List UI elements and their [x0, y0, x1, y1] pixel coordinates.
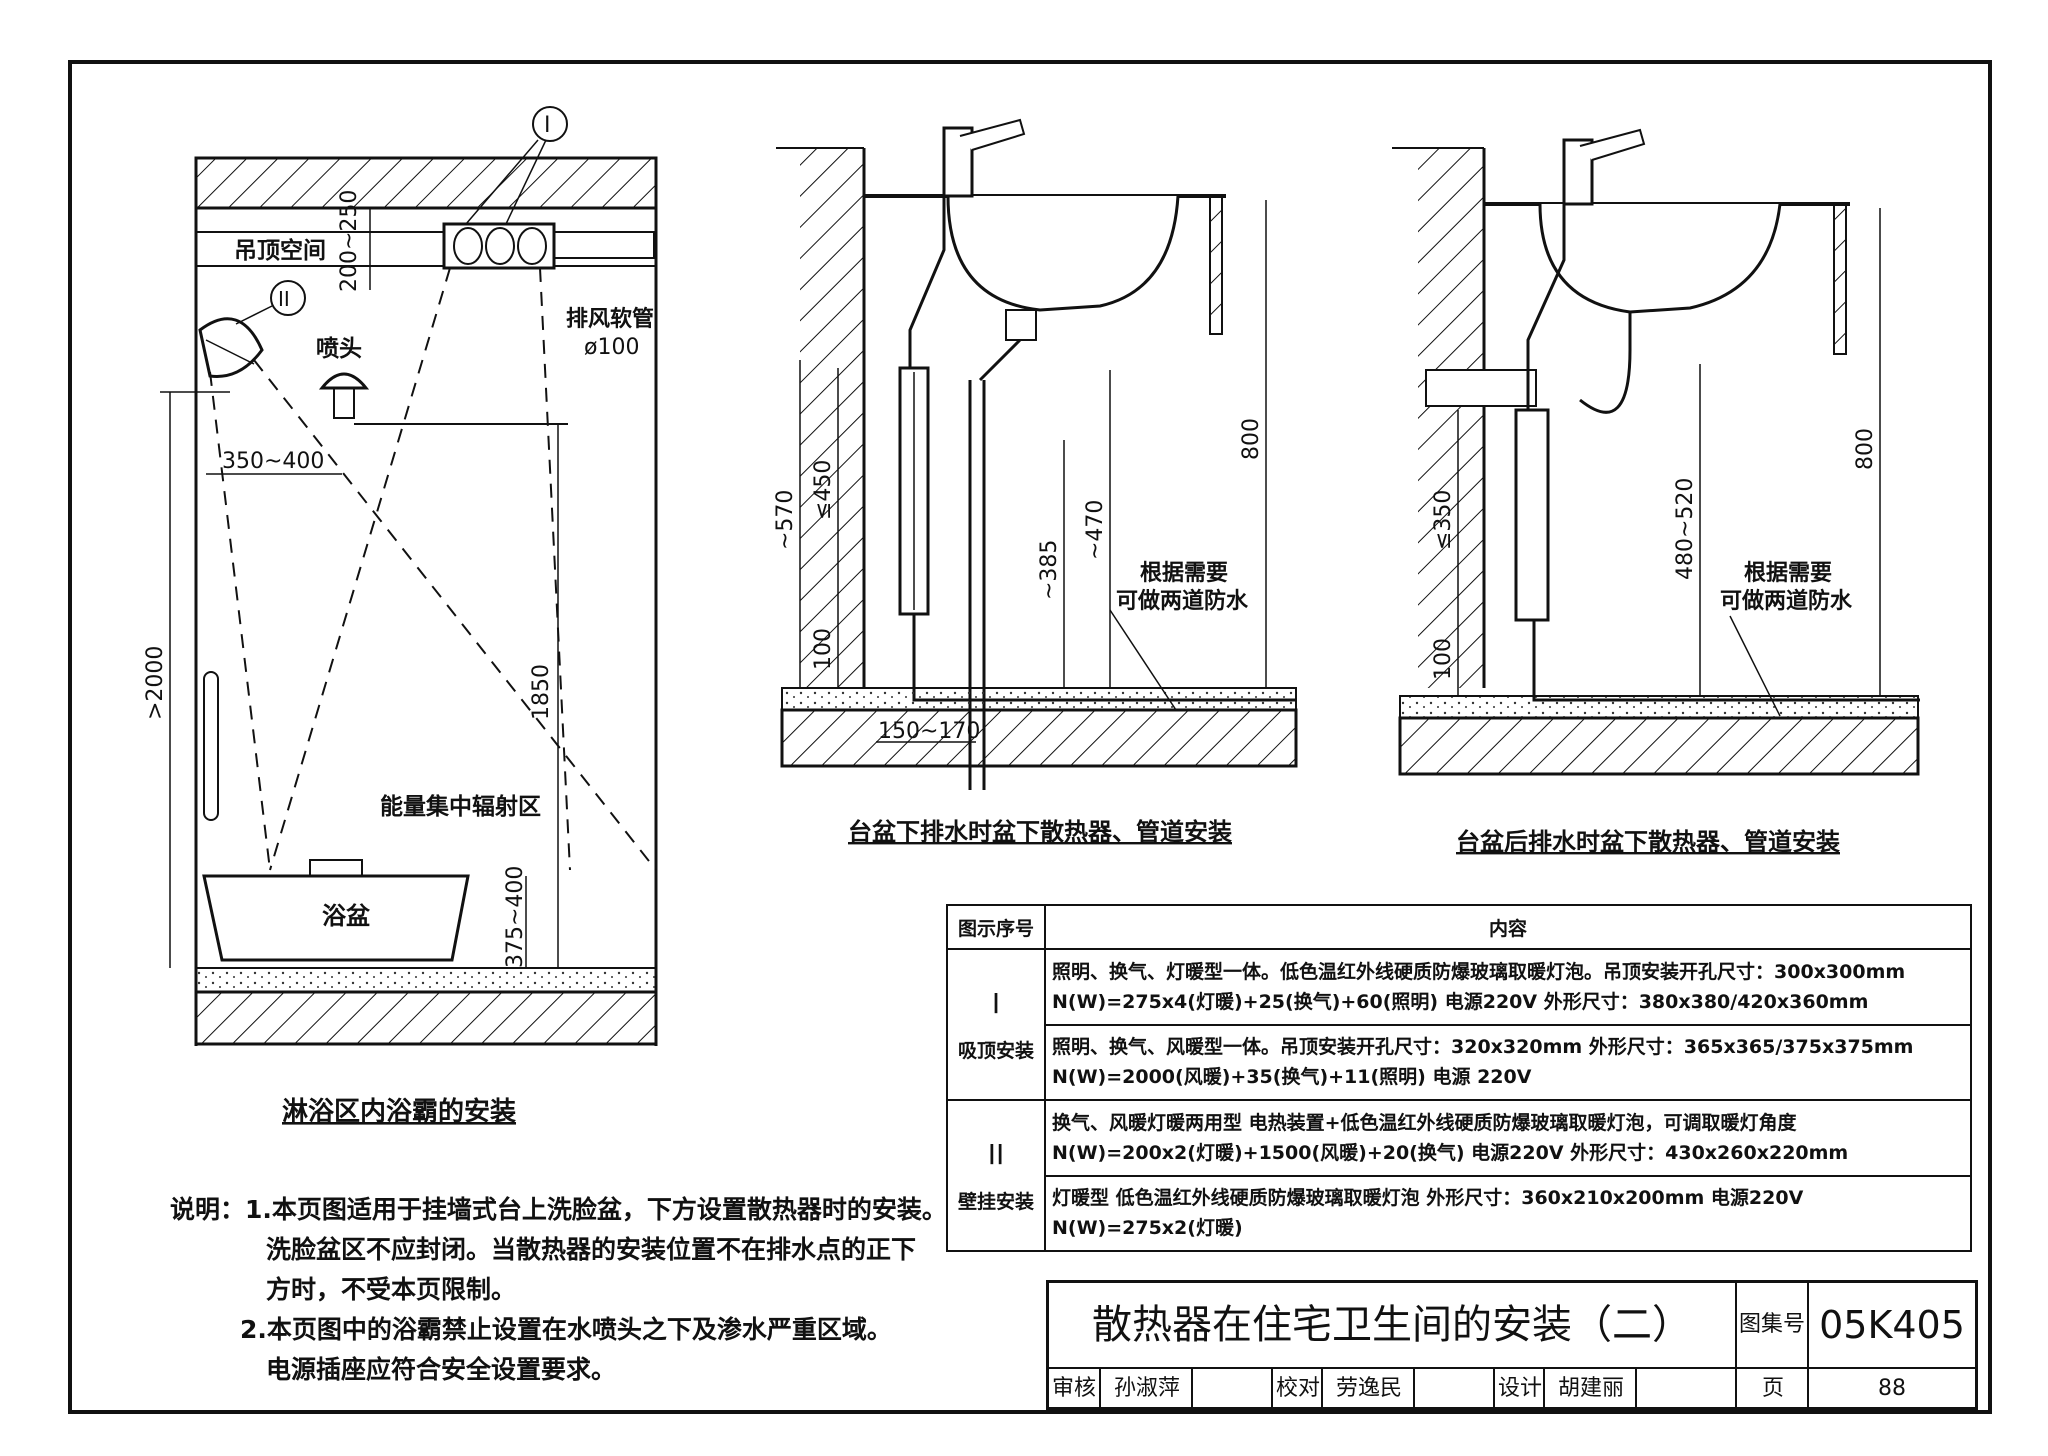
bathtub-label: 浴盆 [322, 902, 371, 930]
middle-drawing [776, 118, 1298, 790]
mid-drawing-title: 台盆下排水时盆下散热器、管道安装 [848, 818, 1232, 846]
group-2-type: 壁挂安装 [957, 1190, 1034, 1213]
marker-2-label: II [278, 287, 290, 311]
bathtub [202, 874, 470, 962]
mid-dim-0: ~570 [773, 490, 798, 550]
reviewer-signature [1191, 1369, 1273, 1409]
mid-note-2: 可做两道防水 [1116, 588, 1249, 614]
legend-line: 换气、风暖灯暖两用型 电热装置+低色温红外线硬质防爆玻璃取暖灯泡，可调取暖灯角度 [1052, 1111, 1797, 1134]
signature-row: 审核 孙淑萍 校对 劳逸民 设计 胡建丽 页 88 [1049, 1367, 1975, 1409]
designer-name: 胡建丽 [1543, 1369, 1637, 1409]
sheet-border [68, 60, 1992, 1414]
designer-signature [1635, 1369, 1737, 1409]
title-block: 散热器在住宅卫生间的安装（二） 图集号 05K405 审核 孙淑萍 校对 劳逸民… [1046, 1280, 1978, 1410]
legend-group-1-seq: I 吸顶安装 [946, 948, 1046, 1101]
right-dim-1: 100 [1431, 638, 1456, 680]
checker-signature [1413, 1369, 1495, 1409]
legend-cell: 照明、换气、风暖型一体。吊顶安装开孔尺寸：320x320mm 外形尺寸：365x… [1044, 1023, 1972, 1101]
legend-line: N(W)=275x2(灯暖) [1052, 1217, 1243, 1240]
shower-nozzle [318, 372, 370, 390]
reviewer-name: 孙淑萍 [1099, 1369, 1193, 1409]
legend-line: N(W)=2000(风暖)+35(换气)+11(照明) 电源 220V [1052, 1066, 1532, 1089]
mid-dim-2: 100 [811, 628, 836, 670]
legend-header-row: 图示序号 内容 [946, 904, 1972, 950]
exhaust-dia-label: ø100 [584, 335, 639, 360]
legend-group-2-seq: II 壁挂安装 [946, 1099, 1046, 1252]
legend-line: N(W)=200x2(灯暖)+1500(风暖)+20(换气) 电源220V 外形… [1052, 1141, 1849, 1164]
legend-line: 照明、换气、灯暖型一体。低色温红外线硬质防爆玻璃取暖灯泡。吊顶安装开孔尺寸：30… [1052, 960, 1906, 983]
exhaust-pipe-label: 排风软管 [566, 306, 654, 332]
radiator-right [1514, 408, 1550, 622]
nozzle-label: 喷头 [316, 336, 362, 362]
legend-cell: 照明、换气、灯暖型一体。低色温红外线硬质防爆玻璃取暖灯泡。吊顶安装开孔尺寸：30… [1044, 948, 1972, 1026]
right-note-1: 根据需要 [1744, 561, 1832, 586]
legend-cell: 换气、风暖灯暖两用型 电热装置+低色温红外线硬质防爆玻璃取暖灯泡，可调取暖灯角度… [1044, 1099, 1972, 1177]
legend-row: 照明、换气、风暖型一体。吊顶安装开孔尺寸：320x320mm 外形尺寸：365x… [947, 1023, 1972, 1101]
right-dim-0: ≤350 [1431, 490, 1456, 550]
dim-offset: 350~400 [222, 449, 324, 474]
notes: 说明：1.本页图适用于挂墙式台上洗脸盆，下方设置散热器时的安装。 洗脸盆区不应封… [170, 1190, 947, 1390]
group-1-type: 吸顶安装 [957, 1039, 1034, 1062]
legend-line: 照明、换气、风暖型一体。吊顶安装开孔尺寸：320x320mm 外形尺寸：365x… [1052, 1036, 1914, 1059]
legend-table: 图示序号 内容 I 吸顶安装 照明、换气、灯暖型一体。低色温红外线硬质防爆玻璃取… [946, 904, 1972, 1252]
atlas-code: 05K405 [1819, 1303, 1965, 1347]
mid-dim-1: ≤450 [811, 460, 836, 520]
mid-note-1: 根据需要 [1140, 561, 1228, 586]
right-note-2: 可做两道防水 [1720, 588, 1853, 614]
check-label: 校对 [1271, 1369, 1323, 1409]
legend-line: N(W)=275x4(灯暖)+25(换气)+60(照明) 电源220V 外形尺寸… [1052, 990, 1869, 1013]
note-line-1: 说明：1.本页图适用于挂墙式台上洗脸盆，下方设置散热器时的安装。 [170, 1195, 947, 1224]
left-drawing [160, 106, 658, 1046]
left-drawing-title: 淋浴区内浴霸的安装 [282, 1096, 516, 1127]
dim-height-1850: 1850 [529, 664, 554, 720]
legend-cell: 灯暖型 低色温红外线硬质防爆玻璃取暖灯泡 外形尺寸：360x210x200mm … [1044, 1174, 1972, 1252]
legend-header-seq: 图示序号 [946, 904, 1046, 950]
wall-heater-unit [198, 317, 264, 378]
mid-dim-3: ~385 [1037, 540, 1062, 600]
checker-name: 劳逸民 [1321, 1369, 1415, 1409]
ceiling-space-label: 吊顶空间 [234, 237, 326, 264]
dim-ceiling: 200~250 [337, 190, 362, 292]
legend-row: 灯暖型 低色温红外线硬质防爆玻璃取暖灯泡 外形尺寸：360x210x200mm … [947, 1174, 1972, 1252]
radiation-zone-label: 能量集中辐射区 [380, 793, 541, 820]
right-dim-2: 480~520 [1673, 478, 1698, 580]
dim-tub: 375~400 [503, 866, 528, 968]
design-label: 设计 [1493, 1369, 1545, 1409]
legend-line: 灯暖型 低色温红外线硬质防爆玻璃取暖灯泡 外形尺寸：360x210x200mm … [1052, 1187, 1804, 1210]
note-line-4: 2.本页图中的浴霸禁止设置在水喷头之下及渗水严重区域。 [240, 1315, 892, 1344]
legend-row: II 壁挂安装 换气、风暖灯暖两用型 电热装置+低色温红外线硬质防爆玻璃取暖灯泡… [946, 1099, 1972, 1252]
right-drawing [1392, 128, 1920, 776]
right-dim-3: 800 [1853, 428, 1878, 470]
mid-dim-4: ~470 [1083, 500, 1108, 560]
mid-dim-5: 800 [1239, 418, 1264, 460]
atlas-label: 图集号 [1737, 1283, 1809, 1367]
sheet-title: 散热器在住宅卫生间的安装（二） [1049, 1283, 1737, 1367]
group-2-numeral: II [987, 1137, 1005, 1171]
note-line-3: 方时，不受本页限制。 [266, 1275, 517, 1304]
marker-1-label: I [544, 113, 551, 138]
legend-row: I 吸顶安装 照明、换气、灯暖型一体。低色温红外线硬质防爆玻璃取暖灯泡。吊顶安装… [946, 948, 1972, 1101]
review-label: 审核 [1051, 1376, 1096, 1401]
note-line-2: 洗脸盆区不应封闭。当散热器的安装位置不在排水点的正下 [266, 1235, 917, 1264]
legend-header-content: 内容 [1044, 904, 1972, 950]
group-1-numeral: I [991, 986, 1001, 1020]
page-number: 88 [1807, 1369, 1975, 1409]
dim-height-total: >2000 [143, 646, 168, 720]
mid-dim-6: 150~170 [878, 719, 980, 744]
note-line-5: 电源插座应符合安全设置要求。 [266, 1355, 617, 1384]
right-drawing-title: 台盆后排水时盆下散热器、管道安装 [1456, 828, 1840, 856]
page-label: 页 [1735, 1369, 1809, 1409]
